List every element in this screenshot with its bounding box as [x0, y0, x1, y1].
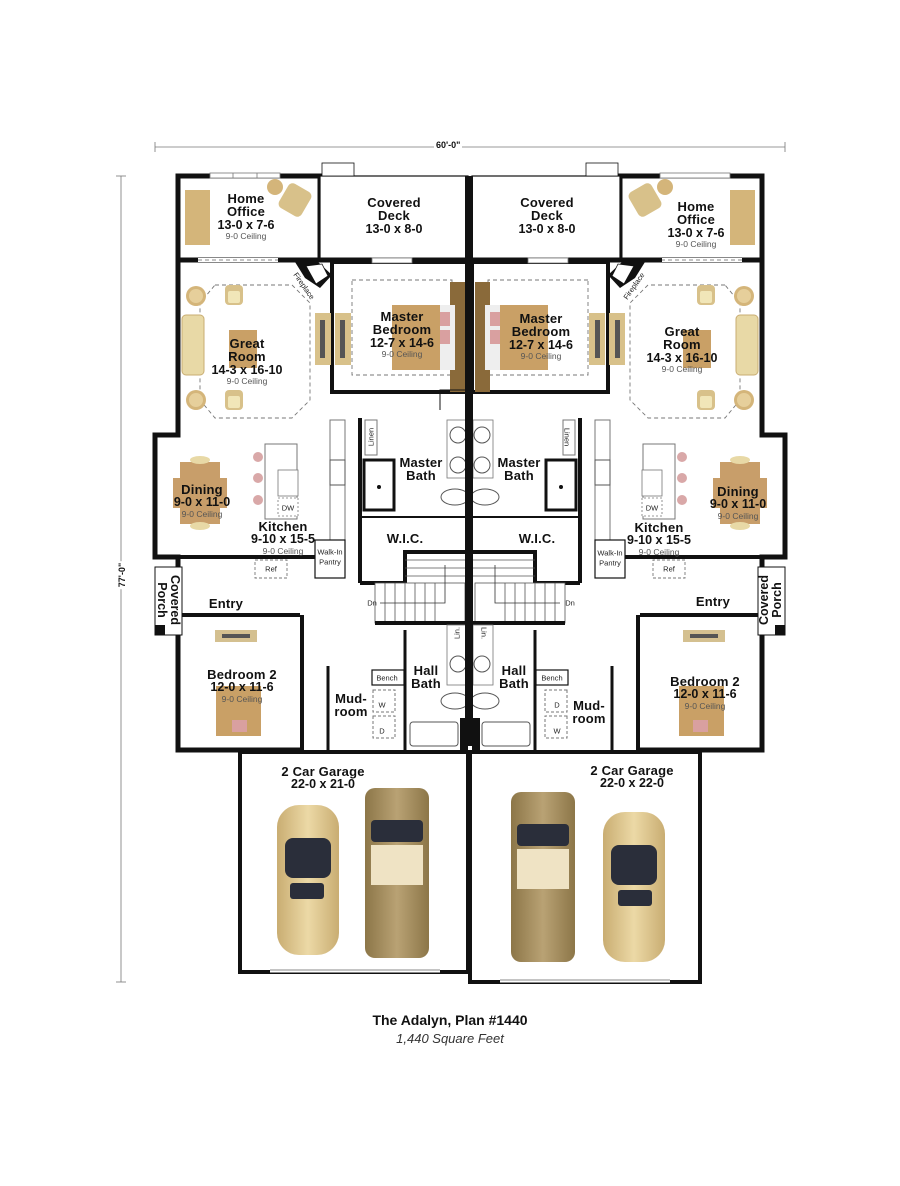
left-kitchen-label: Kitchen 9-10 x 15-5 9-0 Ceiling [251, 519, 315, 556]
left-unit [152, 162, 470, 974]
left-lin-label: Lin. [452, 626, 462, 640]
right-pantry-label-2: Pantry [599, 558, 621, 568]
right-unit [468, 162, 788, 984]
right-mudroom-label: Mud- room [572, 698, 606, 727]
right-ref-label: Ref [663, 564, 675, 574]
left-master-bedroom-label: Master Bedroom 12-7 x 14-6 9-0 Ceiling [370, 309, 434, 360]
party-wall [465, 176, 473, 746]
left-hall-bath-label: Hall Bath [411, 663, 441, 692]
right-linen-label: Linen [562, 427, 572, 447]
right-dining-label: Dining 9-0 x 11-0 9-0 Ceiling [709, 484, 767, 521]
left-master-bath-label: Master Bath [399, 455, 443, 484]
left-covered-deck-label: Covered Deck 13-0 x 8-0 [365, 195, 423, 236]
right-bedroom2-label: Bedroom 2 12-0 x 11-6 9-0 Ceiling [670, 674, 740, 711]
left-mudroom-label: Mud- room [334, 691, 368, 720]
width-dimension-label: 60'-0" [434, 140, 463, 150]
left-covered-porch-label: Covered Porch [155, 574, 183, 626]
right-garage-label: 2 Car Garage 22-0 x 22-0 [590, 763, 674, 791]
right-stairs-down-label: Dn [565, 598, 575, 608]
left-bench-label: Bench [376, 673, 398, 683]
left-dining-label: Dining 9-0 x 11-0 9-0 Ceiling [173, 482, 231, 519]
right-covered-deck-label: Covered Deck 13-0 x 8-0 [518, 195, 576, 236]
left-garage-label: 2 Car Garage 22-0 x 21-0 [281, 764, 365, 792]
left-wic-label: W.I.C. [386, 531, 424, 546]
right-master-bedroom-label: Master Bedroom 12-7 x 14-6 9-0 Ceiling [509, 311, 573, 362]
right-bench-label: Bench [541, 673, 563, 683]
left-dishwasher-label: DW [281, 503, 295, 513]
right-lin-label: Lin. [479, 626, 489, 640]
right-hall-bath-label: Hall Bath [499, 663, 529, 692]
right-great-room-label: Great Room 14-3 x 16-10 9-0 Ceiling [646, 324, 718, 375]
right-pantry-label-1: Walk-In [597, 548, 623, 558]
left-pantry-label-1: Walk-In [317, 547, 343, 557]
left-linen-label: Linen [366, 427, 376, 447]
width-dimension-line [154, 142, 786, 152]
right-dryer-label: D [554, 700, 560, 710]
left-dryer-label: D [379, 726, 385, 736]
plan-title: The Adalyn, Plan #1440 [372, 1012, 528, 1028]
right-washer-label: W [553, 726, 561, 736]
left-ref-label: Ref [265, 564, 277, 574]
right-master-bath-label: Master Bath [497, 455, 541, 484]
left-great-room-label: Great Room 14-3 x 16-10 9-0 Ceiling [211, 336, 283, 387]
right-home-office-label: Home Office 13-0 x 7-6 9-0 Ceiling [667, 199, 725, 250]
left-bedroom2-label: Bedroom 2 12-0 x 11-6 9-0 Ceiling [207, 667, 277, 704]
right-wic-label: W.I.C. [518, 531, 556, 546]
plan-square-footage: 1,440 Square Feet [396, 1031, 504, 1046]
left-stairs-down-label: Dn [367, 598, 377, 608]
left-pantry-label-2: Pantry [319, 557, 341, 567]
right-dishwasher-label: DW [645, 503, 659, 513]
left-entry-label: Entry [208, 596, 244, 611]
left-washer-label: W [378, 700, 386, 710]
right-covered-porch-label: Covered Porch [756, 574, 784, 626]
left-home-office-label: Home Office 13-0 x 7-6 9-0 Ceiling [217, 191, 275, 242]
right-entry-label: Entry [695, 594, 731, 609]
depth-dimension-label: 77'-0" [117, 560, 128, 590]
right-kitchen-label: Kitchen 9-10 x 15-5 9-0 Ceiling [627, 520, 691, 557]
